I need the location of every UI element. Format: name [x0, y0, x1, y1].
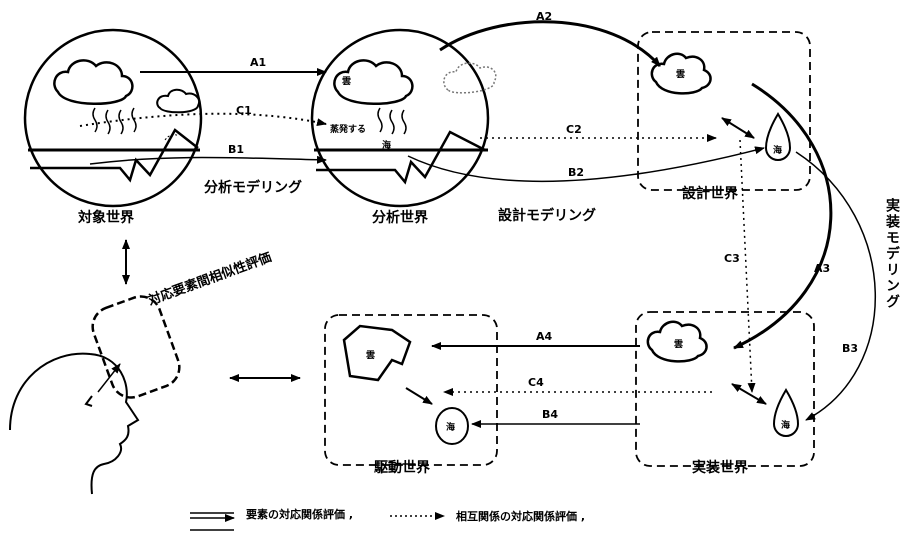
edge-label-a3: A3	[814, 262, 830, 275]
evaporate-label: 蒸発する	[330, 123, 366, 135]
edge-label-a1: A1	[250, 56, 266, 69]
implementation-world-label: 実装世界	[692, 459, 749, 476]
design-modeling-label: 設計モデリング	[498, 207, 596, 224]
analysis-world: 雲 蒸発する 海	[310, 28, 497, 208]
legend-relation-text: 相互関係の対応関係評価 ,	[456, 509, 585, 523]
world-labels: 対象世界 分析世界 設計世界 実装世界 駆動世界 分析モデリング 設計モデリング…	[77, 179, 901, 476]
sea-glyph: 海	[773, 144, 782, 156]
analysis-modeling-label: 分析モデリング	[204, 179, 302, 196]
evaluation-box	[91, 295, 181, 399]
eye-icon	[84, 395, 93, 407]
edge-label-a2: A2	[536, 10, 552, 23]
drop-icon	[772, 388, 800, 437]
edge-c1	[79, 112, 327, 127]
target-world	[23, 28, 203, 208]
edge-label-a4: A4	[536, 330, 553, 343]
edge-label-b2: B2	[568, 166, 584, 179]
sea-glyph: 海	[781, 419, 790, 431]
driving-world-label: 駆動世界	[374, 459, 431, 476]
target-world-label: 対象世界	[77, 209, 135, 226]
cloud-glyph: 雲	[366, 349, 375, 361]
analysis-world-circle	[310, 28, 490, 208]
svg-text:対応要素間相似性評価: 対応要素間相似性評価	[145, 249, 274, 309]
edge-b1	[89, 155, 327, 165]
edge-label-c1: C1	[236, 104, 252, 117]
target-world-circle	[23, 28, 203, 208]
vapor-icon	[92, 107, 137, 135]
cloud-glyph: 雲	[342, 75, 351, 87]
evaluation-group: 対応要素間相似性評価	[9, 239, 301, 495]
design-relation-arrow	[721, 117, 755, 139]
sea-glyph: 海	[446, 421, 455, 433]
mountain-icon	[316, 130, 486, 185]
edge-label-c4: C4	[528, 376, 544, 389]
edge-b3	[795, 151, 876, 421]
driving-world: 雲 海	[324, 314, 498, 466]
dotted-cloud-icon	[443, 62, 497, 94]
driving-world-box	[324, 314, 498, 466]
evaluation-text: 対応要素間相似性評価	[145, 249, 274, 309]
drop-icon	[764, 112, 792, 161]
driving-relation-arrow	[405, 387, 433, 405]
cloud-icon	[333, 59, 414, 105]
edge-label-b3: B3	[842, 342, 858, 355]
edge-label-b1: B1	[228, 143, 244, 156]
edge-a3	[733, 82, 833, 350]
mountain-icon	[30, 128, 199, 183]
cloud-icon	[342, 324, 412, 382]
implementation-world-box	[635, 311, 815, 467]
edges	[79, 20, 876, 428]
implementation-modeling-label: 実装モデリング	[884, 197, 901, 310]
cloud-glyph: 雲	[676, 68, 685, 80]
design-world-label: 設計世界	[682, 185, 739, 202]
edge-label-c2: C2	[566, 123, 582, 136]
sea-glyph: 海	[382, 139, 391, 151]
gaze-arrow	[97, 363, 121, 393]
implementation-relation-arrow	[731, 383, 767, 405]
cloud-icon	[650, 52, 712, 95]
cloud-icon	[53, 59, 134, 105]
drop-icon	[435, 407, 469, 445]
legend-element-text: 要素の対応関係評価 ,	[246, 507, 353, 521]
legend: 要素の対応関係評価 , 相互関係の対応関係評価 ,	[190, 507, 585, 531]
cloud-icon	[646, 320, 708, 363]
vapor-icon	[377, 107, 407, 135]
design-world-box	[637, 31, 811, 191]
edge-label-b4: B4	[542, 408, 558, 421]
analysis-world-label: 分析世界	[372, 209, 429, 226]
edge-c3	[739, 139, 756, 393]
design-world: 雲 海	[637, 31, 811, 191]
edge-a2	[439, 20, 662, 68]
edge-label-c3: C3	[724, 252, 740, 265]
edge-b2	[407, 146, 765, 183]
cloud-glyph: 雲	[674, 338, 683, 350]
edge-labels: A1 A2 A3 A4 B1 B2 B3 B4 C1 C2 C3 C4	[228, 10, 858, 421]
implementation-world: 雲 海	[635, 311, 815, 467]
person-face-icon	[9, 352, 140, 495]
small-cloud-icon	[156, 88, 200, 114]
